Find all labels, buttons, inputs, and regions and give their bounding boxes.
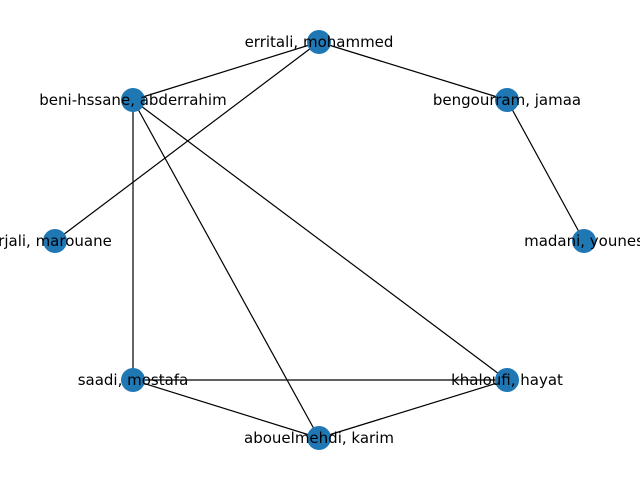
node-label-beni: beni-hssane, abderrahim <box>39 91 226 109</box>
edge-erritali-marouane <box>54 41 320 242</box>
node-madani <box>572 229 596 253</box>
node-khaloufi <box>495 368 519 392</box>
node-erritali <box>307 30 331 54</box>
node-label-khaloufi: khaloufi, hayat <box>451 371 563 389</box>
node-label-madani: madani, younes <box>524 232 640 250</box>
nodes-layer <box>43 30 596 450</box>
node-label-erritali: erritali, mohammed <box>245 33 394 51</box>
node-label-saadi: saadi, mostafa <box>78 371 189 389</box>
edge-abouelmehdi-khaloufi <box>318 379 508 439</box>
edge-beni-khaloufi <box>132 99 508 381</box>
edge-erritali-beni <box>132 41 320 101</box>
edge-erritali-bengourram <box>318 41 508 101</box>
node-beni <box>121 88 145 112</box>
edge-beni-abouelmehdi <box>132 99 320 439</box>
node-label-bengourram: bengourram, jamaa <box>433 91 581 109</box>
edge-bengourram-madani <box>506 99 585 242</box>
node-label-abouelmehdi: abouelmehdi, karim <box>244 429 394 447</box>
node-label-marouane: rjali, marouane <box>0 232 112 250</box>
node-saadi <box>121 368 145 392</box>
edges-layer <box>54 41 585 439</box>
node-marouane <box>43 229 67 253</box>
node-bengourram <box>495 88 519 112</box>
node-abouelmehdi <box>307 426 331 450</box>
labels-layer: erritali, mohammed beni-hssane, abderrahi… <box>0 33 640 447</box>
edge-saadi-abouelmehdi <box>132 379 320 439</box>
